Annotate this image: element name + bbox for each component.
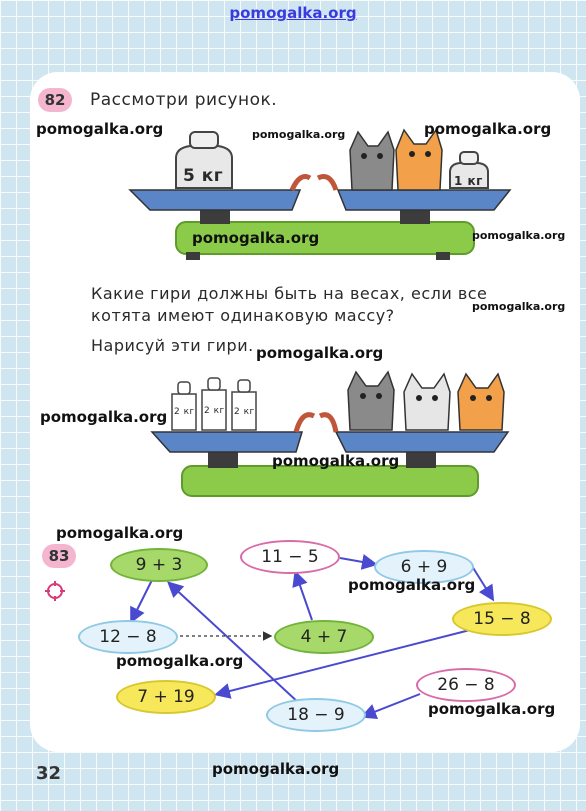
weight-2kg-icon	[171, 381, 197, 431]
task-82-badge: 82	[38, 88, 72, 112]
weight-2kg-label: 2 кг	[204, 406, 225, 416]
watermark-text: pomogalka.org	[212, 760, 340, 778]
weight-1kg-label: 1 кг	[454, 174, 483, 188]
expression-arrows	[130, 554, 495, 720]
task-82-instruction: Нарисуй эти гири.	[91, 336, 254, 355]
watermark-text: pomogalka.org	[192, 229, 320, 247]
expression-12-minus-8: 12 − 8	[78, 620, 178, 654]
task-83-badge: 83	[42, 544, 76, 568]
watermark-text: pomogalka.org	[252, 128, 346, 141]
scale-1	[128, 128, 512, 260]
expression-6-plus-9: 6 + 9	[374, 550, 474, 584]
weight-2kg-icon	[201, 377, 227, 431]
watermark-text: pomogalka.org	[256, 344, 384, 362]
grey-kitten-icon	[349, 130, 395, 191]
grey-kitten-icon	[347, 370, 395, 431]
expression-18-minus-9: 18 − 9	[266, 698, 366, 732]
watermark-text: pomogalka.org	[56, 524, 184, 542]
ginger-kitten-icon	[457, 372, 505, 431]
site-header-link[interactable]: pomogalka.org	[229, 4, 357, 22]
task-82-heading: Рассмотри рисунок.	[90, 90, 278, 110]
expression-26-minus-8: 26 − 8	[416, 668, 516, 702]
watermark-text: pomogalka.org	[116, 652, 244, 670]
watermark-text: pomogalka.org	[348, 576, 476, 594]
watermark-text: pomogalka.org	[40, 408, 168, 426]
weight-2kg-label: 2 кг	[234, 407, 255, 417]
weight-2kg-label: 2 кг	[174, 407, 195, 417]
task-82-question-line1: Какие гири должны быть на весах, если вс…	[91, 284, 488, 303]
expression-9-plus-3: 9 + 3	[110, 548, 208, 582]
ginger-kitten-icon	[395, 128, 443, 191]
watermark-text: pomogalka.org	[272, 452, 400, 470]
expression-15-minus-8: 15 − 8	[452, 602, 552, 636]
watermark-text: pomogalka.org	[424, 120, 552, 138]
page-number: 32	[36, 763, 62, 784]
weight-5kg-label: 5 кг	[183, 166, 224, 186]
task-82-question-line2: котята имеют одинаковую массу?	[91, 306, 395, 325]
watermark-text: pomogalka.org	[36, 120, 164, 138]
watermark-text: pomogalka.org	[472, 229, 566, 242]
target-icon	[45, 581, 65, 601]
white-kitten-icon	[403, 372, 451, 431]
watermark-text: pomogalka.org	[472, 300, 566, 313]
weight-2kg-icon	[231, 379, 257, 431]
scale-2	[150, 370, 510, 497]
expression-7-plus-19: 7 + 19	[116, 680, 216, 714]
expression-11-minus-5: 11 − 5	[240, 540, 340, 574]
expression-4-plus-7: 4 + 7	[274, 620, 374, 654]
watermark-text: pomogalka.org	[428, 700, 556, 718]
